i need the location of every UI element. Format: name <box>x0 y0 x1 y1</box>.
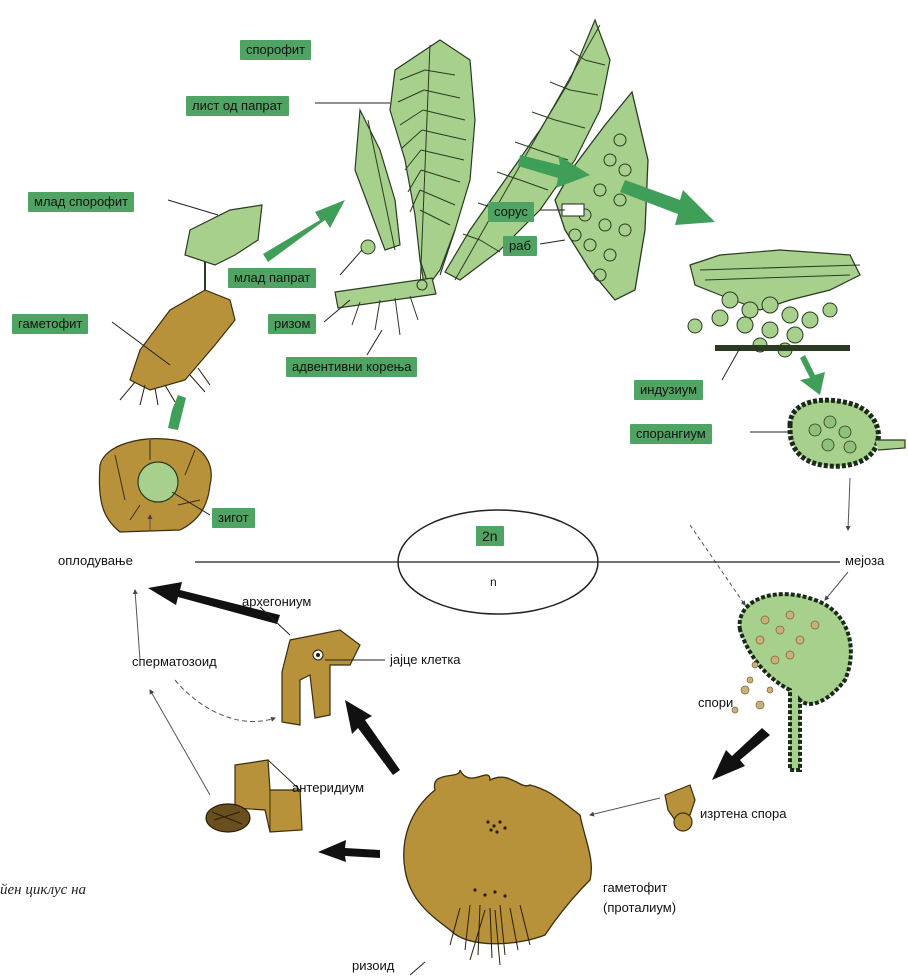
label-young-fern: млад папрат <box>228 268 316 288</box>
fern-sporophyte <box>355 20 610 290</box>
label-germinated-spore: изртена спора <box>700 806 786 822</box>
label-gametophyte-top: гаметофит <box>12 314 88 334</box>
label-adventitious-roots: адвентивни корења <box>286 357 417 377</box>
sorus-cross-section <box>688 250 860 357</box>
label-fertilization: оплодување <box>58 553 133 569</box>
sporangium-drawing <box>790 400 905 466</box>
label-diploid: 2n <box>476 526 504 546</box>
zygote-drawing <box>99 439 211 532</box>
label-egg-cell: јајце клетка <box>390 652 461 668</box>
label-zygote: зигот <box>212 508 255 528</box>
label-prothallium: (проталиум) <box>603 900 676 916</box>
label-spermatozoid: сперматозоид <box>132 654 217 670</box>
germinated-spore-drawing <box>665 785 695 831</box>
label-rhizome: ризом <box>268 314 316 334</box>
label-young-sporophyte: млад спорофит <box>28 192 134 212</box>
label-sorus: сорус <box>488 202 534 222</box>
label-antheridium: антеридиум <box>292 780 364 796</box>
label-rhizoid: ризоид <box>352 958 394 974</box>
label-meiosis: мејоза <box>845 553 884 569</box>
label-gametophyte-bottom: гаметофит <box>603 880 667 896</box>
label-indusium: индузиум <box>634 380 703 400</box>
gametophyte-with-young-sporophyte <box>120 205 262 405</box>
figure-caption: йен циклус на <box>0 882 86 899</box>
label-edge: раб <box>503 236 537 256</box>
prothallium-drawing <box>404 770 592 965</box>
label-sporophyte: спорофит <box>240 40 311 60</box>
label-haploid: n <box>490 574 497 590</box>
label-sporangium: спорангиум <box>630 424 712 444</box>
antheridium-drawing <box>206 760 302 832</box>
label-spores: спори <box>698 695 733 711</box>
label-fern-leaf: лист од папрат <box>186 96 289 116</box>
label-archegonium: архегониум <box>242 594 311 610</box>
